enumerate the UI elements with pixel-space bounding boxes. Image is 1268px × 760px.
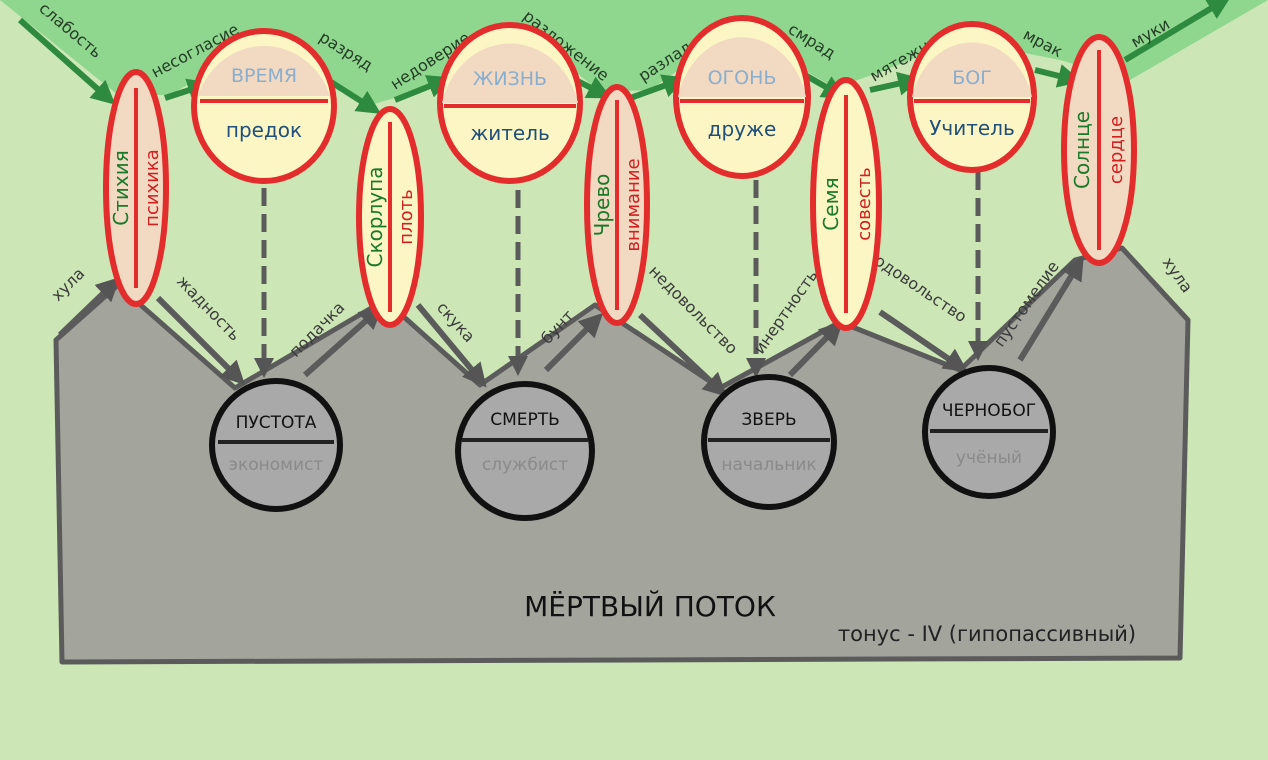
oval-bottom-label: житель <box>470 121 550 145</box>
lower-label: скука <box>433 298 479 346</box>
oval-top-label: ВРЕМЯ <box>231 65 297 87</box>
ellipse-chrevo: Чрево внимание <box>584 84 650 326</box>
ellipse-stikhiya: Стихия психика <box>103 69 169 307</box>
circle-bottom-label: службист <box>482 455 568 475</box>
ellipse-right-label: внимание <box>623 158 644 251</box>
ellipse-left-label: Солнце <box>1070 111 1094 189</box>
oval-bog: БОГ Учитель <box>907 21 1037 173</box>
diagram-title: МЁРТВЫЙ ПОТОК <box>524 589 776 623</box>
circle-pustota: ПУСТОТА экономист <box>209 378 343 512</box>
ellipse-left-label: Стихия <box>109 150 133 225</box>
oval-bottom-label: Учитель <box>929 116 1015 140</box>
circle-bottom-label: начальник <box>721 455 816 475</box>
diagram-subtitle: тонус - IV (гипопассивный) <box>838 622 1136 646</box>
circle-zver: ЗВЕРЬ начальник <box>701 374 837 510</box>
lower-label: недовольство <box>645 261 741 357</box>
ellipse-right-label: психика <box>142 149 163 227</box>
circle-top-label: ЗВЕРЬ <box>741 410 796 430</box>
gray-arrows <box>57 255 1084 397</box>
ellipse-right-label: плоть <box>396 189 417 244</box>
oval-top-label: ОГОНЬ <box>708 67 777 89</box>
ellipse-left-label: Семя <box>819 177 843 230</box>
ellipse-right-label: сердце <box>1106 116 1127 184</box>
lower-label: жадность <box>173 272 244 345</box>
lower-label: хула <box>47 264 88 305</box>
oval-zhizn: ЖИЗНЬ житель <box>437 22 583 184</box>
circle-smert: СМЕРТЬ службист <box>455 381 595 521</box>
lower-label: хула <box>1159 253 1197 296</box>
circle-top-label: СМЕРТЬ <box>490 410 560 430</box>
ellipse-right-label: совесть <box>854 167 875 241</box>
circle-top-label: ПУСТОТА <box>236 413 317 433</box>
oval-bottom-label: друже <box>708 117 777 141</box>
circle-bottom-label: экономист <box>229 455 324 475</box>
oval-ogon: ОГОНЬ друже <box>673 15 811 179</box>
dashed-arrows <box>254 172 988 378</box>
ellipse-semya: Семя совесть <box>810 77 882 331</box>
oval-bottom-label: предок <box>226 118 302 142</box>
ellipse-left-label: Скорлупа <box>363 167 387 268</box>
ellipse-skorlupa: Скорлупа плоть <box>356 106 424 328</box>
ellipse-solntse: Солнце сердце <box>1061 34 1137 266</box>
oval-top-label: БОГ <box>952 67 992 89</box>
ellipse-left-label: Чрево <box>590 174 614 237</box>
oval-vremya: ВРЕМЯ предок <box>191 28 337 184</box>
oval-top-label: ЖИЗНЬ <box>473 68 547 90</box>
circle-chernobog: ЧЕРНОБОГ учёный <box>922 365 1056 499</box>
circle-bottom-label: учёный <box>956 448 1022 468</box>
circle-top-label: ЧЕРНОБОГ <box>942 401 1036 421</box>
